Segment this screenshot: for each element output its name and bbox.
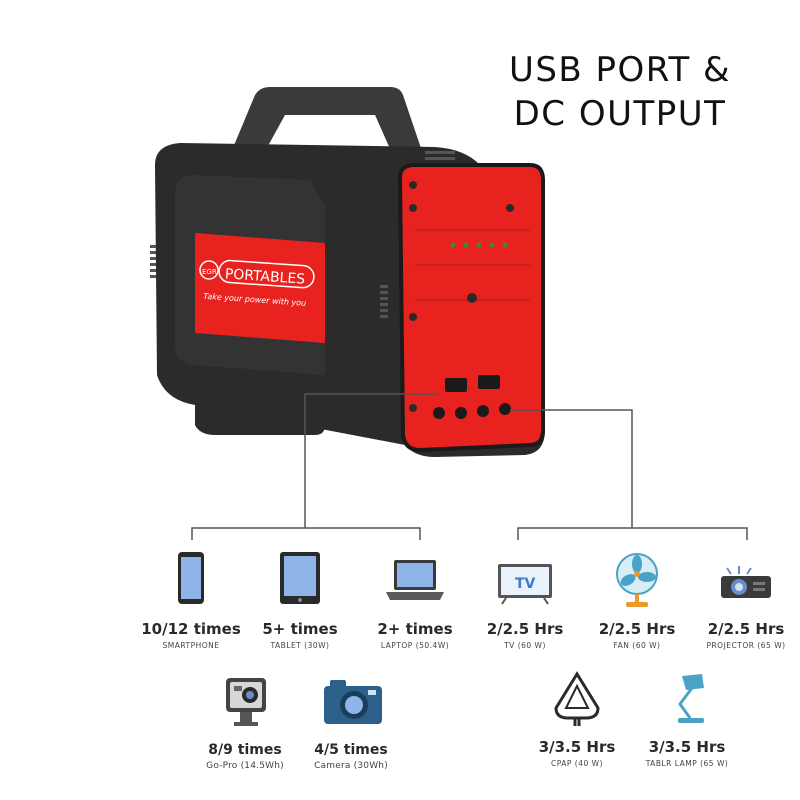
usb-item-label: Go-Pro (14.5Wh) [206, 761, 284, 771]
brand-name: PORTABLES [224, 266, 305, 288]
usb-port-1 [445, 378, 467, 392]
dc-item-value: 2/2.5 Hrs [486, 620, 564, 638]
dc-item-value: 3/3.5 Hrs [648, 738, 726, 756]
headline-line1: USB PORT & [508, 50, 732, 90]
dc-item-label: FAN (60 W) [613, 641, 661, 650]
usb-item-value: 5+ times [262, 620, 338, 638]
gopro-icon [226, 678, 266, 726]
usb-bracket [191, 527, 421, 540]
usb-item-camera: 4/5 times Camera (30Wh) [281, 672, 421, 771]
dc-item-value: 2/2.5 Hrs [707, 620, 785, 638]
dc-item-cpap: 3/3.5 Hrs CPAP (40 W) [507, 668, 647, 768]
dc-item-label: TABLR LAMP (65 W) [645, 759, 729, 768]
dc-item-lamp: 3/3.5 Hrs TABLR LAMP (65 W) [617, 668, 757, 768]
dc-item-label: CPAP (40 W) [550, 759, 603, 768]
headline-line2: DC OUTPUT [513, 94, 727, 134]
dc-item-label: PROJECTOR (65 W) [706, 641, 786, 650]
usb-item-label: SMARTPHONE [162, 641, 220, 650]
projector-icon [721, 566, 771, 598]
dc-item-projector: 2/2.5 Hrs PROJECTOR (65 W) [676, 550, 800, 650]
tv-icon: TV [498, 564, 552, 605]
tv-icon-text: TV [515, 576, 536, 592]
dc-item-label: TV (60 W) [504, 641, 546, 650]
camera-icon [324, 680, 382, 724]
laptop-icon [386, 560, 444, 600]
usb-item-value: 2+ times [377, 620, 453, 638]
fan-icon [616, 553, 658, 607]
usb-item-label: LAPTOP (50.4W) [380, 641, 450, 650]
brand-badge: EGR [202, 268, 217, 276]
usb-item-gopro: 8/9 times Go-Pro (14.5Wh) [175, 672, 315, 771]
usb-item-tablet: 5+ times TABLET (30W) [230, 550, 370, 650]
cpap-icon [554, 671, 600, 726]
usb-item-value: 8/9 times [208, 742, 282, 758]
dc-bracket [517, 527, 748, 540]
tablet-icon [280, 552, 320, 604]
smartphone-icon [178, 552, 204, 604]
headline: USB PORT & DC OUTPUT [470, 48, 770, 136]
front-panel [400, 165, 543, 450]
handle [230, 87, 425, 160]
usb-item-label: TABLET (30W) [270, 641, 330, 650]
dc-item-value: 3/3.5 Hrs [538, 738, 616, 756]
power-station-image: EGR PORTABLES Take your power with you [150, 87, 545, 457]
usb-port-2 [478, 375, 500, 389]
usb-connector [304, 393, 438, 528]
usb-item-smartphone: 10/12 times SMARTPHONE [121, 550, 261, 650]
usb-item-value: 10/12 times [141, 620, 241, 638]
usb-item-label: Camera (30Wh) [314, 761, 388, 771]
lamp-icon [678, 674, 704, 723]
dc-item-fan: 2/2.5 Hrs FAN (60 W) [567, 550, 707, 650]
dc-connector [510, 409, 633, 528]
usb-item-laptop: 2+ times LAPTOP (50.4W) [345, 550, 485, 650]
usb-item-value: 4/5 times [314, 742, 388, 758]
dc-item-tv: TV 2/2.5 Hrs TV (60 W) [455, 550, 595, 650]
dc-item-value: 2/2.5 Hrs [598, 620, 676, 638]
